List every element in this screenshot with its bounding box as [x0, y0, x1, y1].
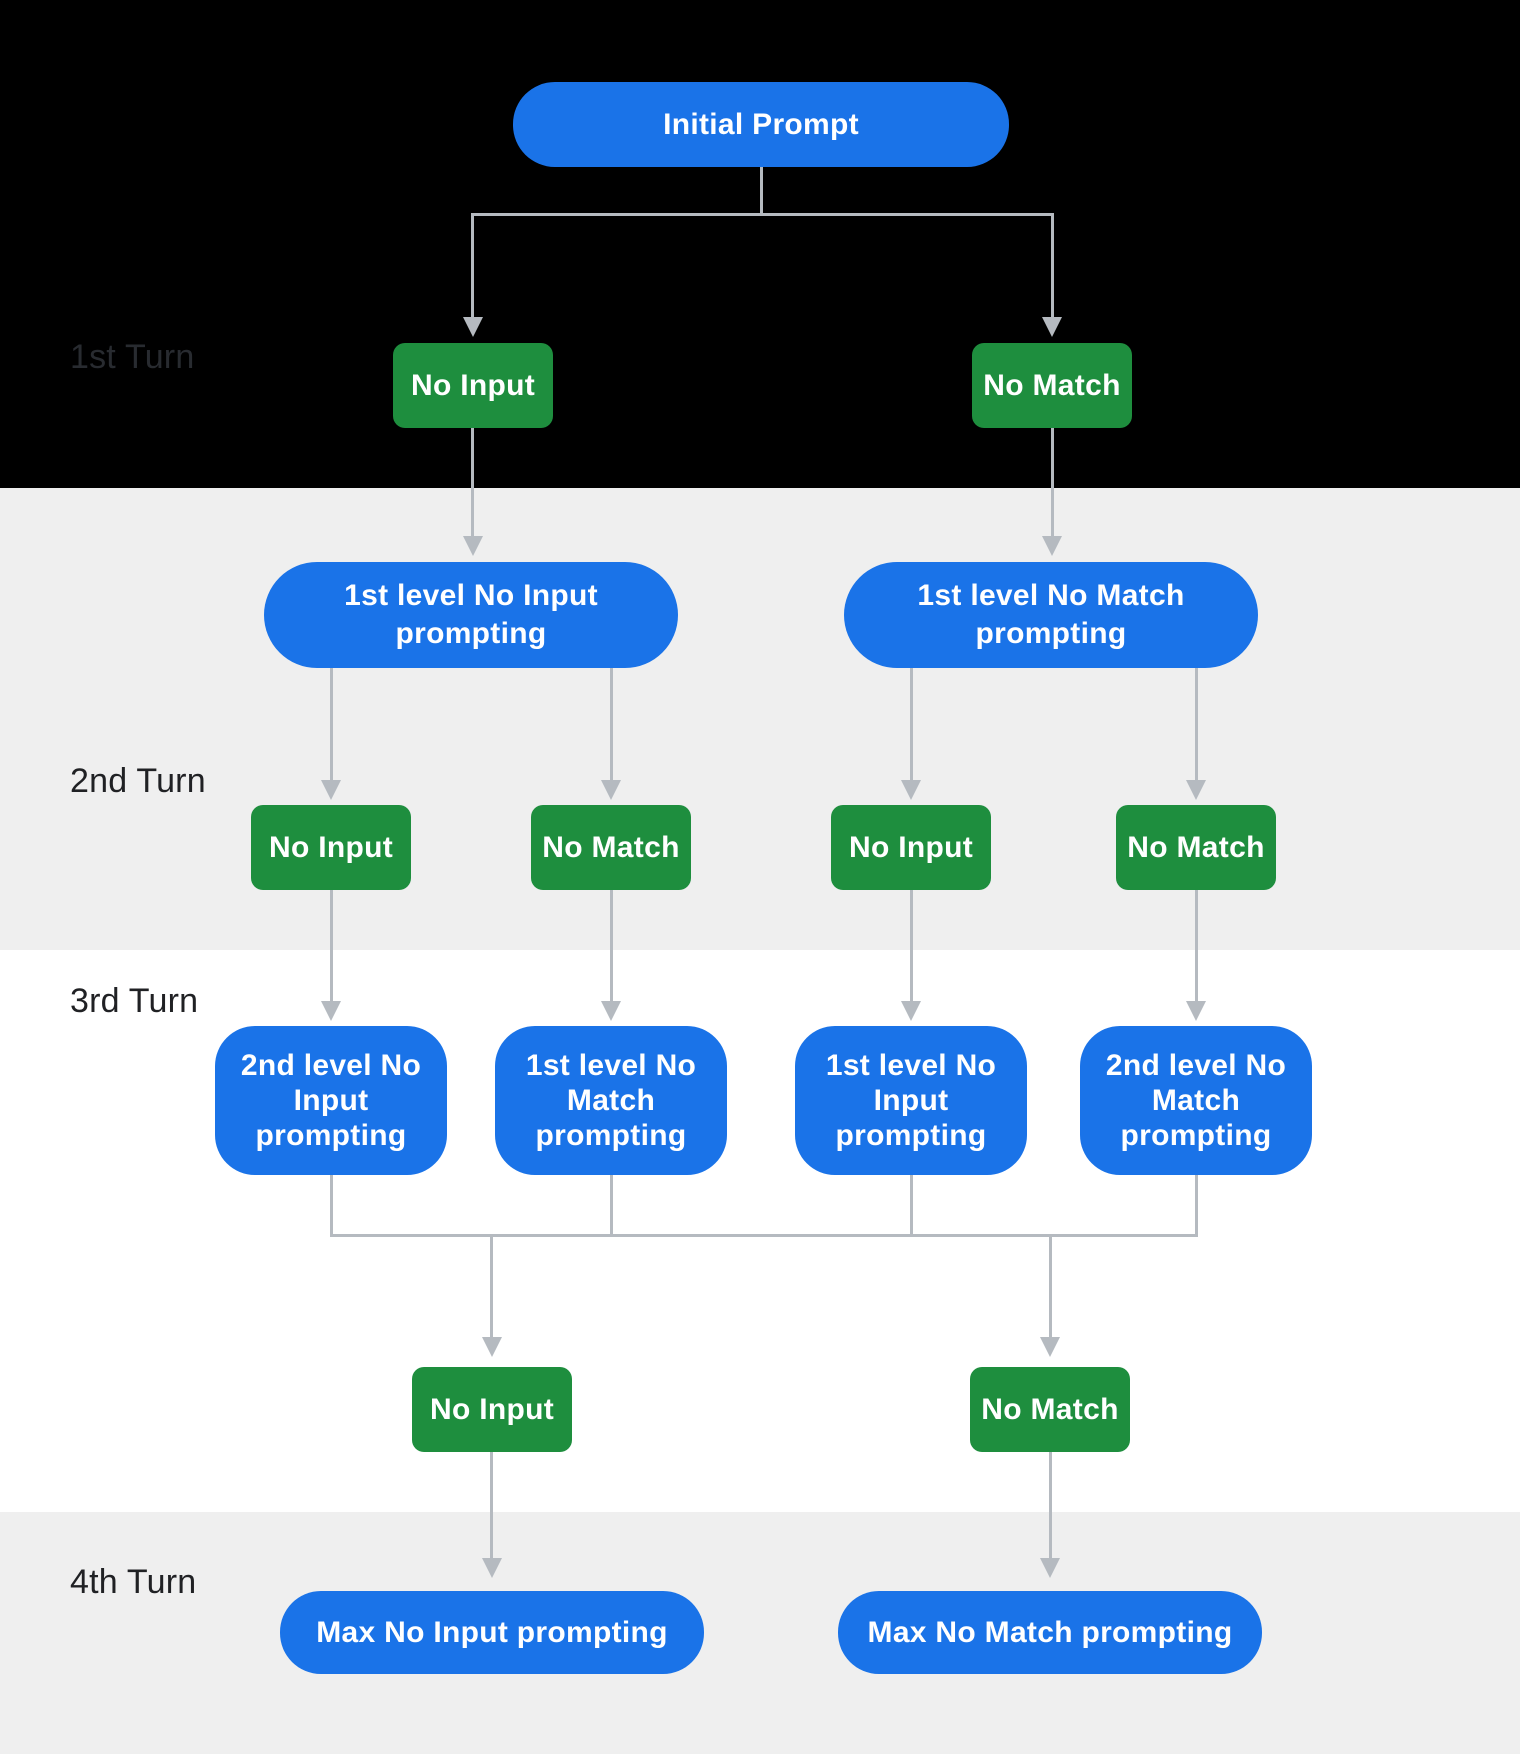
connector-line — [330, 890, 333, 1001]
arrow-head-icon — [482, 1337, 502, 1357]
node-text-line: 2nd level No — [1105, 1049, 1287, 1082]
arrow-head-icon — [482, 1558, 502, 1578]
band-turn-1 — [0, 0, 1520, 488]
arrow-head-icon — [1042, 536, 1062, 556]
level2-no-match-prompting-node: 2nd level No Match prompting — [1080, 1026, 1312, 1175]
connector-line — [471, 428, 474, 536]
turn-1-label: 1st Turn — [70, 338, 195, 376]
connector-line — [1195, 668, 1198, 780]
node-text-line: 1st level No — [525, 1049, 697, 1082]
turn3-no-input-node: No Input — [412, 1367, 572, 1452]
connector-line — [1051, 213, 1054, 317]
connector-line — [330, 1175, 333, 1237]
level1-no-match-prompting-node-2: 1st level No Match prompting — [495, 1026, 727, 1175]
connector-line — [610, 668, 613, 780]
turn-4-label: 4th Turn — [70, 1563, 197, 1601]
connector-line — [910, 1175, 913, 1237]
arrow-head-icon — [901, 1001, 921, 1021]
arrow-head-icon — [321, 1001, 341, 1021]
connector-line — [471, 213, 474, 317]
level2-no-input-prompting-node: 2nd level No Input prompting — [215, 1026, 447, 1175]
connector-line — [1049, 1452, 1052, 1558]
arrow-head-icon — [1040, 1337, 1060, 1357]
node-text-line: prompting — [255, 1119, 407, 1152]
connector-line — [1051, 428, 1054, 536]
max-no-match-prompting-node: Max No Match prompting — [838, 1591, 1262, 1674]
node-text-line: prompting — [395, 617, 547, 650]
node-text-line: 2nd level No — [240, 1049, 422, 1082]
arrow-head-icon — [901, 780, 921, 800]
arrow-head-icon — [1040, 1558, 1060, 1578]
connector-line — [330, 1234, 1198, 1237]
turn-2-label: 2nd Turn — [70, 762, 206, 800]
connector-line — [330, 668, 333, 780]
arrow-head-icon — [321, 780, 341, 800]
turn1-no-input-node: No Input — [393, 343, 553, 428]
band-turn-2 — [0, 488, 1520, 950]
turn2-no-match-node-1: No Match — [531, 805, 691, 890]
node-text-line: prompting — [975, 617, 1127, 650]
turn2-no-input-node-1: No Input — [251, 805, 411, 890]
level1-no-match-prompting-node: 1st level No Match prompting — [844, 562, 1258, 668]
arrow-head-icon — [601, 780, 621, 800]
connector-line — [1195, 1175, 1198, 1237]
node-text-line: 1st level No Input — [344, 579, 598, 612]
connector-line — [490, 1452, 493, 1558]
initial-prompt-node: Initial Prompt — [513, 82, 1009, 167]
turn2-no-input-node-2: No Input — [831, 805, 991, 890]
turn3-no-match-node: No Match — [970, 1367, 1130, 1452]
arrow-head-icon — [1042, 317, 1062, 337]
connector-line — [490, 1234, 493, 1337]
arrow-head-icon — [463, 536, 483, 556]
connector-line — [1195, 890, 1198, 1001]
connector-line — [910, 668, 913, 780]
connector-line — [471, 213, 1054, 216]
node-text-line: prompting — [1120, 1119, 1272, 1152]
node-text-line: Match — [1151, 1084, 1241, 1117]
arrow-head-icon — [601, 1001, 621, 1021]
turn2-no-match-node-2: No Match — [1116, 805, 1276, 890]
turn-3-label: 3rd Turn — [70, 982, 199, 1020]
node-text-line: Input — [873, 1084, 949, 1117]
connector-line — [610, 1175, 613, 1237]
connector-line — [610, 890, 613, 1001]
level1-no-input-prompting-node: 1st level No Input prompting — [264, 562, 678, 668]
connector-line — [760, 167, 763, 215]
max-no-input-prompting-node: Max No Input prompting — [280, 1591, 704, 1674]
arrow-head-icon — [1186, 780, 1206, 800]
connector-line — [1049, 1234, 1052, 1337]
node-text-line: Match — [566, 1084, 656, 1117]
node-text-line: Input — [293, 1084, 369, 1117]
band-turn-4 — [0, 1512, 1520, 1754]
level1-no-input-prompting-node-2: 1st level No Input prompting — [795, 1026, 1027, 1175]
arrow-head-icon — [1186, 1001, 1206, 1021]
node-text-line: prompting — [535, 1119, 687, 1152]
arrow-head-icon — [463, 317, 483, 337]
turn1-no-match-node: No Match — [972, 343, 1132, 428]
node-text-line: prompting — [835, 1119, 987, 1152]
connector-line — [910, 890, 913, 1001]
node-text-line: 1st level No — [825, 1049, 997, 1082]
node-text-line: 1st level No Match — [917, 579, 1185, 612]
